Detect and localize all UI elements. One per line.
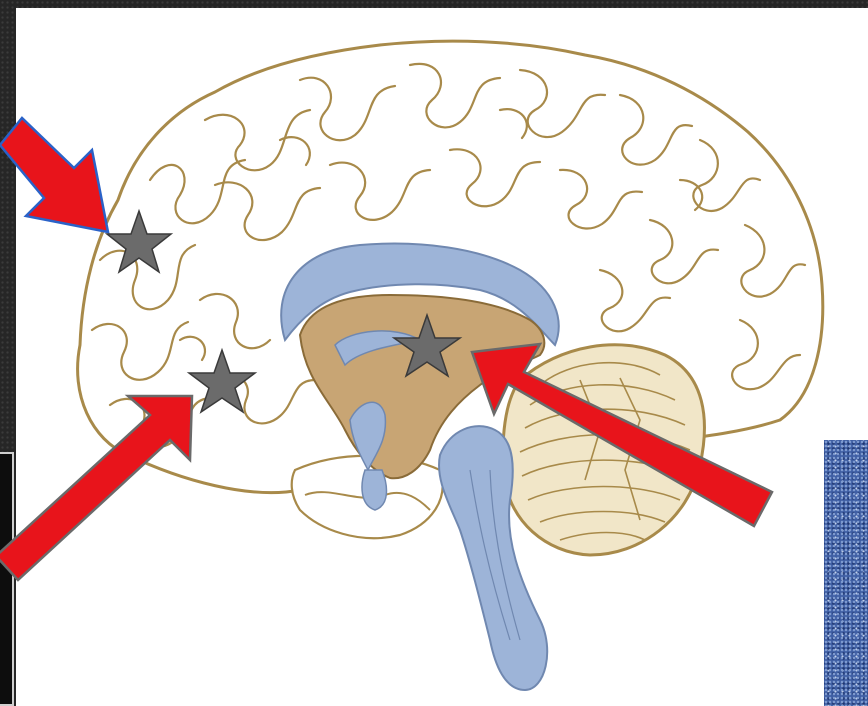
arrow-upper-left bbox=[0, 118, 108, 232]
pituitary bbox=[362, 470, 386, 510]
